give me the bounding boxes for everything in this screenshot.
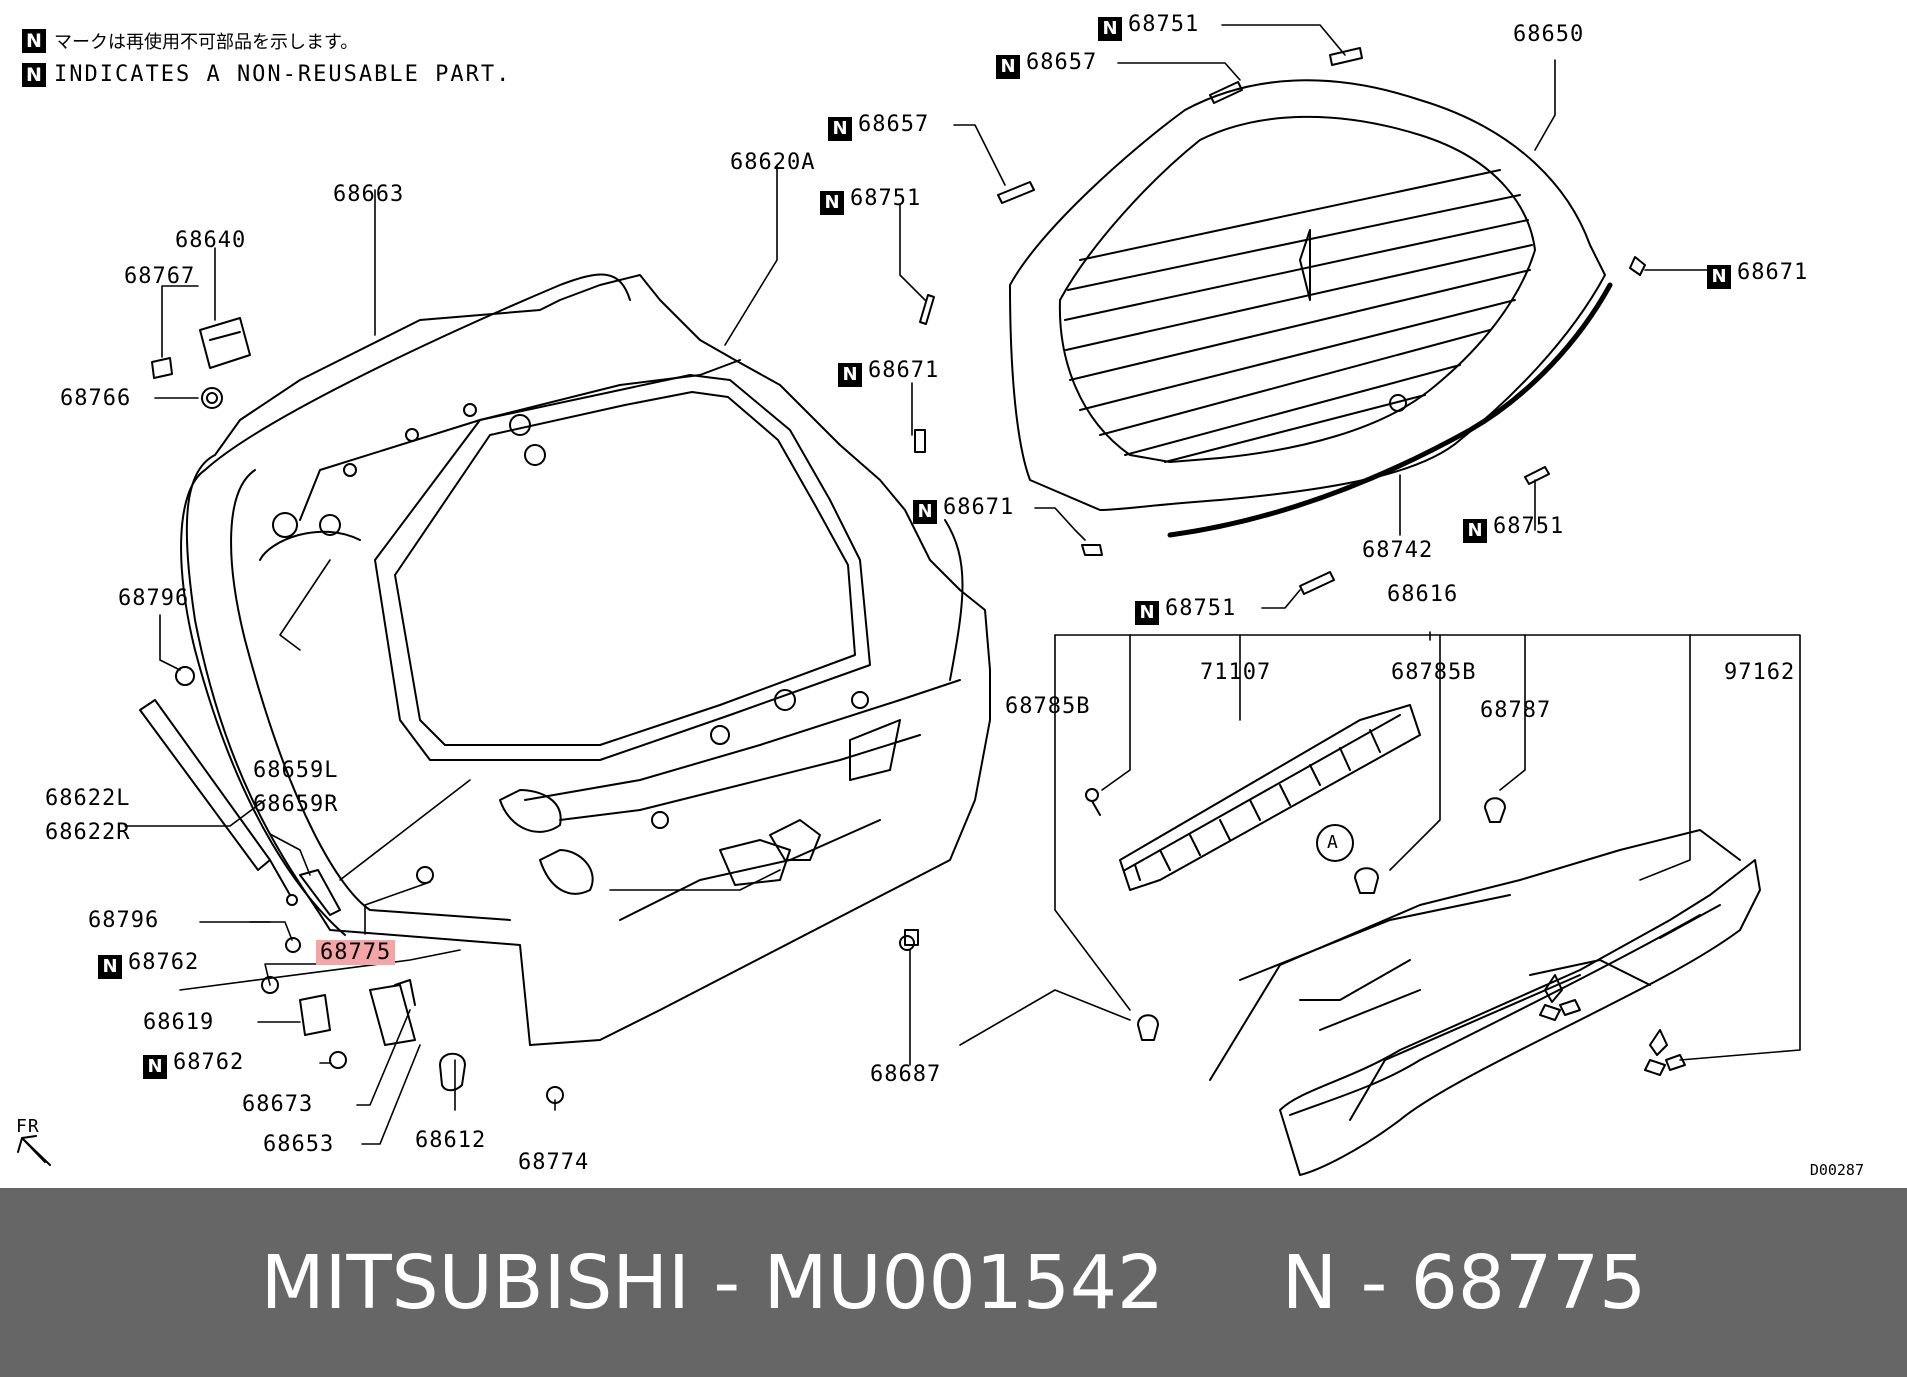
mitsubishi-emblem — [1539, 974, 1686, 1076]
front-direction-arrow — [17, 1135, 51, 1166]
glass-moulding — [1167, 282, 1613, 538]
legend-jp-text: マークは再使用不可部品を示します。 — [54, 32, 359, 53]
part-label-97162[interactable]: 97162 — [1724, 660, 1796, 685]
part-label-68687[interactable]: 68687 — [870, 1062, 942, 1087]
part-label-68767[interactable]: 68767 — [124, 264, 196, 289]
part-label-68616[interactable]: 68616 — [1387, 582, 1459, 607]
gas-strut — [139, 666, 298, 906]
non-reusable-marker: N — [22, 62, 46, 87]
callout-a-label: A — [1327, 832, 1339, 853]
part-label-68622R[interactable]: 68622R — [45, 820, 131, 845]
part-label-68622L[interactable]: 68622L — [45, 786, 131, 811]
leader-lines — [124, 24, 1801, 1145]
tailgate-panel — [185, 274, 991, 1046]
tailgate-exploded-view — [17, 24, 1801, 1176]
part-label-68612[interactable]: 68612 — [415, 1128, 487, 1153]
glass-spacers — [914, 47, 1646, 595]
weatherstrip-seal — [180, 273, 631, 936]
drawing-code: D00287 — [1809, 1161, 1864, 1179]
part-label-68663[interactable]: 68663 — [333, 182, 405, 207]
non-reusable-marker: N — [22, 29, 46, 53]
stop-lamp — [1119, 704, 1421, 891]
front-direction-label: FR — [16, 1116, 40, 1137]
part-label-68785B[interactable]: 68785B — [1391, 660, 1477, 685]
hinge-assembly — [151, 317, 251, 409]
part-label-68650[interactable]: 68650 — [1513, 22, 1585, 47]
part-label-68774[interactable]: 68774 — [518, 1150, 590, 1175]
part-label-71107[interactable]: 71107 — [1200, 660, 1272, 685]
caption-text: MITSUBISHI - MU001542 N - 68775 — [260, 1239, 1647, 1326]
part-label-68659L[interactable]: 68659L — [253, 758, 339, 783]
fasteners — [904, 788, 1506, 1041]
part-label-68659R[interactable]: 68659R — [253, 792, 339, 817]
part-label-68640[interactable]: 68640 — [175, 228, 247, 253]
part-label-68796[interactable]: 68796 — [118, 586, 190, 611]
part-label-68785B[interactable]: 68785B — [1005, 694, 1091, 719]
part-label-68673[interactable]: 68673 — [242, 1092, 314, 1117]
part-label-68653[interactable]: 68653 — [263, 1132, 335, 1157]
legend-en: N INDICATES A NON-REUSABLE PART. — [22, 62, 511, 87]
rear-spoiler — [1209, 829, 1761, 1176]
part-label-68775[interactable]: 68775 — [316, 940, 396, 966]
part-label-68766[interactable]: 68766 — [60, 386, 132, 411]
part-label-68742[interactable]: 68742 — [1362, 538, 1434, 563]
part-label-68796[interactable]: 68796 — [88, 908, 160, 933]
caption-banner: MITSUBISHI - MU001542 N - 68775 — [0, 1188, 1907, 1377]
legend-en-text: INDICATES A NON-REUSABLE PART. — [54, 62, 512, 87]
part-label-68619[interactable]: 68619 — [143, 1010, 215, 1035]
part-label-68620A[interactable]: 68620A — [730, 150, 816, 175]
highlighted-part: 68775 — [316, 940, 396, 965]
rear-window-glass — [1009, 79, 1606, 511]
part-label-68787[interactable]: 68787 — [1480, 698, 1552, 723]
lock-parts — [261, 866, 915, 1104]
legend-jp: N マークは再使用不可部品を示します。 — [22, 28, 358, 54]
